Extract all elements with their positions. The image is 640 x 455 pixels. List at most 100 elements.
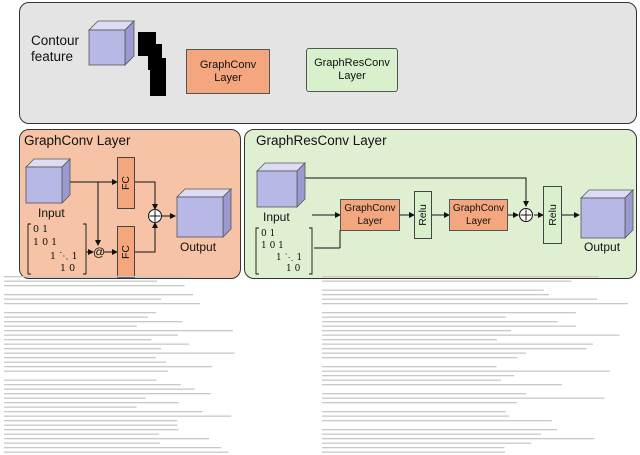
- doc-text-line: [4, 397, 146, 399]
- doc-text-line: [4, 294, 194, 296]
- graphconv-matrix-row-1: 0 1: [33, 224, 49, 235]
- fc-box-bottom: FC: [117, 226, 135, 278]
- gc2-line1: GraphConv: [452, 203, 505, 214]
- relu-1-label: Relu: [417, 204, 430, 226]
- relu-box-2: Relu: [543, 186, 562, 244]
- graphresconv-output-cube-icon: [580, 189, 634, 239]
- graphresconv-graphconv-box-1: GraphConv Layer: [340, 199, 400, 231]
- doc-text-line: [322, 330, 512, 332]
- top-graphresconv-line2: Layer: [338, 70, 366, 82]
- doc-text-line: [322, 334, 620, 336]
- doc-text-line: [4, 379, 157, 381]
- doc-text-line: [4, 285, 185, 287]
- doc-text-line: [322, 411, 506, 413]
- doc-text-line: [4, 424, 178, 426]
- graphresconv-matrix-row-3: 1 ⋱ 1: [276, 253, 303, 263]
- top-graphresconv-line1: GraphResConv: [314, 57, 390, 69]
- doc-text-line: [4, 388, 195, 390]
- graphconv-matrix-row-3: 1 ⋱ 1: [50, 251, 78, 262]
- document-text-background: [4, 276, 628, 453]
- doc-text-line: [4, 339, 152, 341]
- doc-text-line: [322, 379, 501, 381]
- graphconv-matrix-row-4: 1 0: [60, 263, 76, 274]
- gc2-line2: Layer: [465, 216, 491, 227]
- graphresconv-graphconv-box-2: GraphConv Layer: [449, 199, 508, 231]
- doc-text-line: [322, 384, 563, 386]
- graphresconv-input-cube-icon: [256, 162, 306, 208]
- top-graphconv-layer-box: GraphConv Layer: [186, 49, 270, 94]
- contour-feature-label-line2: feature: [31, 49, 74, 64]
- doc-text-line: [322, 438, 595, 440]
- doc-text-line: [4, 420, 178, 422]
- doc-text-line: [322, 433, 542, 435]
- doc-text-line: [322, 321, 558, 323]
- doc-text-line: [322, 289, 544, 291]
- doc-text-line: [4, 348, 161, 350]
- graphresconv-input-label: Input: [263, 210, 290, 224]
- doc-text-line: [4, 429, 179, 431]
- top-graphconv-line1: GraphConv: [199, 58, 257, 71]
- graphresconv-panel-title: GraphResConv Layer: [256, 133, 387, 148]
- graphresconv-adjacency-matrix: [255, 227, 313, 275]
- doc-text-line: [4, 447, 222, 449]
- doc-text-line: [4, 298, 162, 300]
- doc-text-line: [4, 442, 160, 444]
- doc-text-line: [322, 451, 506, 453]
- doc-text-line: [4, 280, 158, 282]
- graphconv-input-label: Input: [38, 206, 65, 220]
- graphresconv-sum-icon: [519, 208, 533, 222]
- graphconv-matrix-row-2: 1 0 1: [33, 237, 58, 248]
- graphconv-output-label: Output: [180, 240, 217, 254]
- graphconv-sum-icon: [148, 209, 162, 223]
- doc-text-line: [322, 397, 605, 399]
- doc-text-line: [4, 312, 157, 314]
- contour-feature-label-line1: Contour: [31, 33, 80, 48]
- doc-text-line: [322, 312, 576, 314]
- relu-2-label: Relu: [546, 204, 559, 226]
- doc-text-line: [4, 411, 203, 413]
- doc-text-line: [4, 357, 156, 359]
- graphconv-input-cube-icon: [25, 158, 71, 204]
- matmul-at-symbol: @: [93, 245, 106, 259]
- graphconv-panel-title: GraphConv Layer: [24, 133, 131, 148]
- doc-text-line: [322, 357, 518, 359]
- doc-text-line: [4, 451, 229, 453]
- doc-text-line: [322, 366, 497, 368]
- top-graphresconv-layer-box: GraphResConv Layer: [306, 48, 398, 92]
- doc-text-line: [4, 393, 211, 395]
- doc-text-line: [4, 438, 210, 440]
- relu-box-1: Relu: [414, 191, 432, 239]
- doc-text-line: [4, 334, 178, 336]
- doc-text-line: [4, 303, 201, 305]
- doc-text-line: [322, 280, 572, 282]
- contour-cube-icon: [88, 20, 135, 66]
- doc-text-line: [322, 370, 611, 372]
- doc-text-line: [4, 321, 183, 323]
- fc-box-top: FC: [117, 157, 135, 209]
- doc-text-line: [322, 429, 557, 431]
- doc-text-line: [322, 303, 628, 305]
- doc-text-line: [322, 316, 507, 318]
- doc-text-line: [322, 393, 526, 395]
- doc-text-line: [4, 276, 191, 278]
- doc-text-line: [4, 370, 169, 372]
- feature-map-stack-icon: [138, 32, 166, 96]
- graphconv-adjacency-matrix: [27, 223, 87, 275]
- doc-text-line: [4, 325, 137, 327]
- doc-text-line: [322, 442, 532, 444]
- doc-text-line: [4, 366, 213, 368]
- doc-text-line: [4, 402, 179, 404]
- graphresconv-layer-panel: [244, 129, 637, 279]
- doc-text-line: [322, 298, 598, 300]
- doc-text-line: [4, 316, 149, 318]
- doc-text-line: [322, 348, 587, 350]
- doc-text-line: [322, 276, 599, 278]
- graphconv-output-cube-icon: [176, 188, 232, 238]
- doc-text-line: [4, 330, 233, 332]
- graphresconv-matrix-row-2: 1 0 1: [261, 241, 284, 251]
- doc-text-line: [4, 384, 181, 386]
- top-graphconv-line2: Layer: [214, 71, 242, 84]
- doc-text-line: [322, 294, 549, 296]
